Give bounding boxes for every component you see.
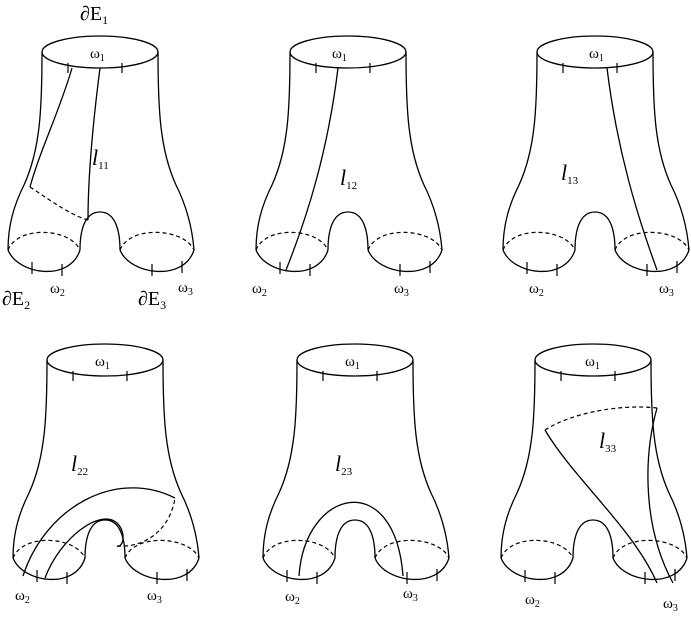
curve-label: l12 [340,165,357,192]
curve-label: l23 [335,451,353,478]
omega-label-3: ω3 [394,281,409,299]
omega-label-3: ω3 [178,280,193,298]
omega-label-1: ω1 [95,354,110,372]
omega-label-1: ω1 [90,46,105,64]
omega-label-2: ω2 [285,589,300,607]
curve-l22 [45,519,123,578]
pants-surface [503,36,689,276]
pants-surface [8,36,194,276]
curve-l33 [648,408,673,583]
curve-l12 [286,68,338,270]
omega-label-3: ω3 [659,281,674,299]
curve-label: l33 [599,428,617,455]
curve-l11-hidden [30,187,88,220]
curve-l33-hidden [545,407,657,430]
omega-label-2: ω2 [50,281,65,299]
panel-l22: l22 ω1 ω2 ω3 [13,344,199,606]
omega-label-2: ω2 [252,281,267,299]
curve-l22-hidden [117,498,175,546]
curve-l11 [30,68,72,187]
curve-label: l22 [71,451,88,478]
panel-l11: l11 ω1 ω2 ω3 ∂E2 ∂E3 [2,36,194,312]
omega-label-3: ω3 [147,588,162,606]
omega-label-1: ω1 [589,46,604,64]
curve-label: l13 [561,160,579,187]
omega-label-1: ω1 [345,354,360,372]
boundary-label-e2: ∂E2 [2,288,30,312]
omega-label-2: ω2 [529,281,544,299]
pants-surface [263,344,449,584]
panel-l12: l12 ω1 ω2 ω3 [252,36,442,299]
boundary-label-e3: ∂E3 [138,288,166,312]
pants-surface [501,344,687,584]
omega-label-3: ω3 [403,586,418,604]
curve-label: l11 [92,145,109,172]
omega-label-1: ω1 [332,46,347,64]
omega-label-1: ω1 [585,354,600,372]
curve-l11 [88,68,100,220]
panel-l23: l23 ω1 ω2 ω3 [263,344,449,607]
curve-l22 [23,488,175,576]
pants-surface [256,36,442,276]
panel-l33: l33 ω1 ω2 ω3 [501,344,687,614]
curve-l23 [299,502,403,576]
omega-label-2: ω2 [15,588,30,606]
boundary-label-e1: ∂E1 [80,3,108,27]
pants-surface [13,344,199,584]
panel-l13: l13 ω1 ω2 ω3 [503,36,689,299]
omega-label-2: ω2 [525,592,540,610]
omega-label-3: ω3 [663,596,678,614]
